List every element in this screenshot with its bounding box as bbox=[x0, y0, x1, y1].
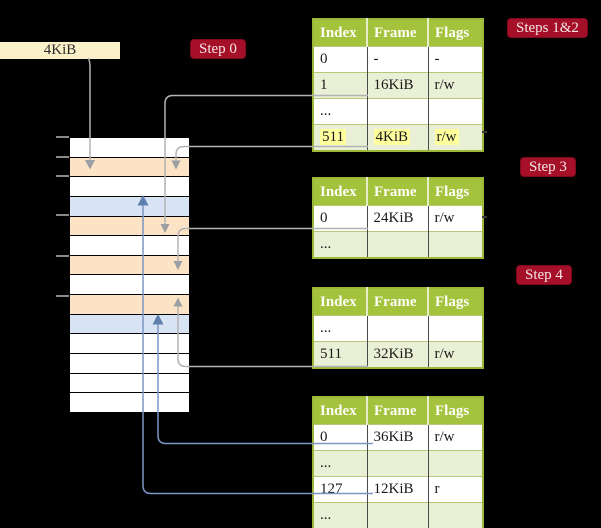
table-cell: ... bbox=[313, 98, 367, 125]
table-cell bbox=[366, 98, 428, 125]
table-cell: 32KiB bbox=[366, 341, 428, 368]
memory-cell bbox=[70, 354, 189, 374]
table-cell: 36KiB bbox=[366, 424, 428, 451]
column-header: Frame bbox=[366, 178, 428, 206]
table-cell: 12KiB bbox=[366, 476, 428, 503]
table-cell: 0 bbox=[313, 424, 367, 451]
table-cell: 0 bbox=[313, 46, 367, 73]
badge-step-0: Step 0 bbox=[190, 39, 246, 59]
column-header: Index bbox=[313, 19, 367, 47]
address-tick bbox=[56, 136, 69, 138]
table-cell: ... bbox=[313, 231, 367, 258]
badge-steps-1-2: Steps 1&2 bbox=[507, 18, 588, 38]
badge-step-3: Step 3 bbox=[520, 157, 576, 177]
memory-cell bbox=[70, 157, 189, 178]
memory-cell bbox=[70, 373, 189, 394]
column-header: Index bbox=[313, 288, 367, 316]
memory-column bbox=[69, 137, 190, 413]
table-cell: ... bbox=[313, 450, 367, 477]
table-cell bbox=[366, 231, 428, 258]
page-size-box: 4KiB bbox=[0, 42, 120, 59]
table-cell: 127 bbox=[313, 476, 367, 503]
memory-cell bbox=[70, 236, 189, 256]
table-cell: r/w bbox=[427, 124, 483, 151]
memory-cell bbox=[70, 334, 189, 355]
address-tick bbox=[56, 156, 69, 158]
memory-cell bbox=[70, 393, 189, 412]
column-header: Index bbox=[313, 397, 367, 425]
table-cell: 24KiB bbox=[366, 205, 428, 232]
column-header: Flags bbox=[427, 397, 483, 425]
memory-cell bbox=[70, 295, 189, 315]
table-cell: 4KiB bbox=[366, 124, 428, 151]
table-cell: 511 bbox=[313, 124, 367, 151]
memory-cell bbox=[70, 177, 189, 197]
column-header: Frame bbox=[366, 288, 428, 316]
table-cell: 0 bbox=[313, 205, 367, 232]
column-header: Flags bbox=[427, 288, 483, 316]
memory-cell bbox=[70, 255, 189, 276]
column-header: Flags bbox=[427, 19, 483, 47]
table-row: ... bbox=[313, 315, 483, 342]
table-row: 0-- bbox=[313, 46, 483, 73]
table-cell: r bbox=[427, 476, 483, 503]
table-cell bbox=[366, 450, 428, 477]
table-row: ... bbox=[313, 502, 483, 528]
table-cell: r/w bbox=[427, 424, 483, 451]
table-cell bbox=[427, 450, 483, 477]
memory-cell bbox=[70, 314, 189, 335]
table-cell: r/w bbox=[427, 341, 483, 368]
address-tick bbox=[56, 175, 69, 177]
column-header: Frame bbox=[366, 19, 428, 47]
table-cell bbox=[427, 315, 483, 342]
table-cell bbox=[427, 502, 483, 528]
address-tick bbox=[56, 255, 69, 257]
table-cell: - bbox=[366, 46, 428, 73]
page-size-label: 4KiB bbox=[43, 42, 77, 58]
table-cell: 511 bbox=[313, 341, 367, 368]
table-cell: r/w bbox=[427, 205, 483, 232]
table-cell: ... bbox=[313, 502, 367, 528]
table-cell: ... bbox=[313, 315, 367, 342]
table-cell bbox=[427, 231, 483, 258]
table-cell bbox=[366, 315, 428, 342]
table-cell bbox=[427, 98, 483, 125]
memory-cell bbox=[70, 138, 189, 158]
table-row: ... bbox=[313, 231, 483, 258]
address-tick bbox=[56, 214, 69, 216]
table-cell: - bbox=[427, 46, 483, 73]
badge-step-4: Step 4 bbox=[516, 265, 572, 285]
table-row: ... bbox=[313, 98, 483, 125]
column-header: Flags bbox=[427, 178, 483, 206]
column-header: Index bbox=[313, 178, 367, 206]
table-cell: r/w bbox=[427, 72, 483, 99]
table-cell: 16KiB bbox=[366, 72, 428, 99]
address-tick bbox=[56, 295, 69, 297]
memory-cell bbox=[70, 216, 189, 237]
table-row: ... bbox=[313, 450, 483, 477]
table-cell: 1 bbox=[313, 72, 367, 99]
column-header: Frame bbox=[366, 397, 428, 425]
memory-cell bbox=[70, 275, 189, 296]
memory-cell bbox=[70, 196, 189, 217]
table-cell bbox=[366, 502, 428, 528]
